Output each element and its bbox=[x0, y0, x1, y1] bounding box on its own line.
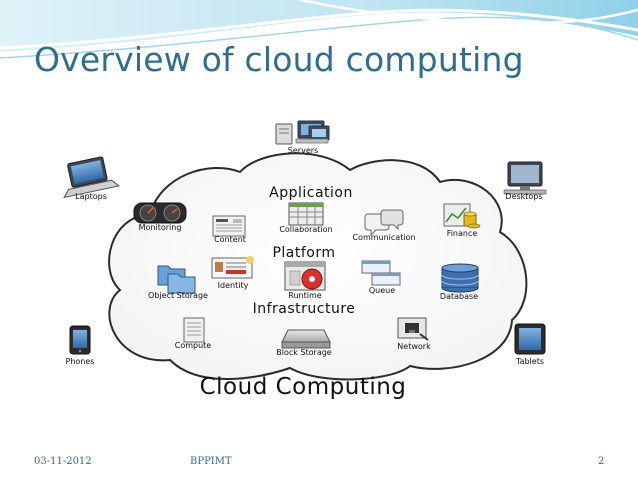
laptop-icon bbox=[63, 156, 121, 199]
block-storage-label: Block Storage bbox=[276, 348, 332, 357]
queue-label: Queue bbox=[369, 286, 395, 295]
database-label: Database bbox=[440, 292, 478, 301]
folders-icon bbox=[157, 265, 196, 294]
section-platform: Platform bbox=[272, 245, 335, 261]
section-application: Application bbox=[269, 185, 353, 201]
object-storage-label: Object Storage bbox=[148, 291, 208, 300]
document-server-icon bbox=[183, 317, 205, 343]
servers-icon bbox=[275, 120, 330, 145]
desktop-icon bbox=[503, 161, 547, 195]
finance-label: Finance bbox=[447, 229, 478, 238]
identity-label: Identity bbox=[218, 281, 249, 290]
network-port-icon bbox=[397, 317, 429, 341]
servers-label: Servers bbox=[288, 146, 318, 155]
hard-drive-icon bbox=[281, 329, 331, 349]
chat-bubbles-icon bbox=[364, 209, 404, 237]
chart-coins-icon bbox=[443, 203, 481, 229]
stacked-windows-icon bbox=[361, 260, 401, 286]
tablet-icon bbox=[514, 323, 546, 355]
content-label: Content bbox=[214, 235, 246, 244]
network-label: Network bbox=[397, 342, 431, 351]
tablets-label: Tablets bbox=[515, 357, 544, 366]
desktops-label: Desktops bbox=[505, 192, 542, 201]
monitoring-label: Monitoring bbox=[139, 223, 182, 232]
phone-icon bbox=[69, 325, 91, 355]
header-wave-decoration bbox=[0, 0, 638, 59]
id-card-icon bbox=[211, 256, 254, 279]
collaboration-label: Collaboration bbox=[279, 225, 332, 234]
phones-label: Phones bbox=[66, 357, 95, 366]
compute-label: Compute bbox=[175, 341, 212, 350]
section-infrastructure: Infrastructure bbox=[253, 301, 356, 317]
gauge-icon bbox=[133, 202, 187, 224]
footer-page-number: 2 bbox=[598, 456, 605, 467]
newspaper-icon bbox=[212, 215, 246, 237]
footer-date: 03-11-2012 bbox=[34, 456, 92, 467]
laptops-label: Laptops bbox=[75, 192, 107, 201]
disc-window-icon bbox=[284, 261, 326, 291]
database-icon bbox=[441, 263, 479, 293]
communication-label: Communication bbox=[352, 233, 415, 242]
cloud-computing-caption: Cloud Computing bbox=[200, 374, 407, 400]
spreadsheet-icon bbox=[288, 202, 324, 226]
runtime-label: Runtime bbox=[288, 291, 321, 300]
slide-title: Overview of cloud computing bbox=[34, 40, 524, 79]
footer-organization: BPPIMT bbox=[190, 456, 232, 467]
